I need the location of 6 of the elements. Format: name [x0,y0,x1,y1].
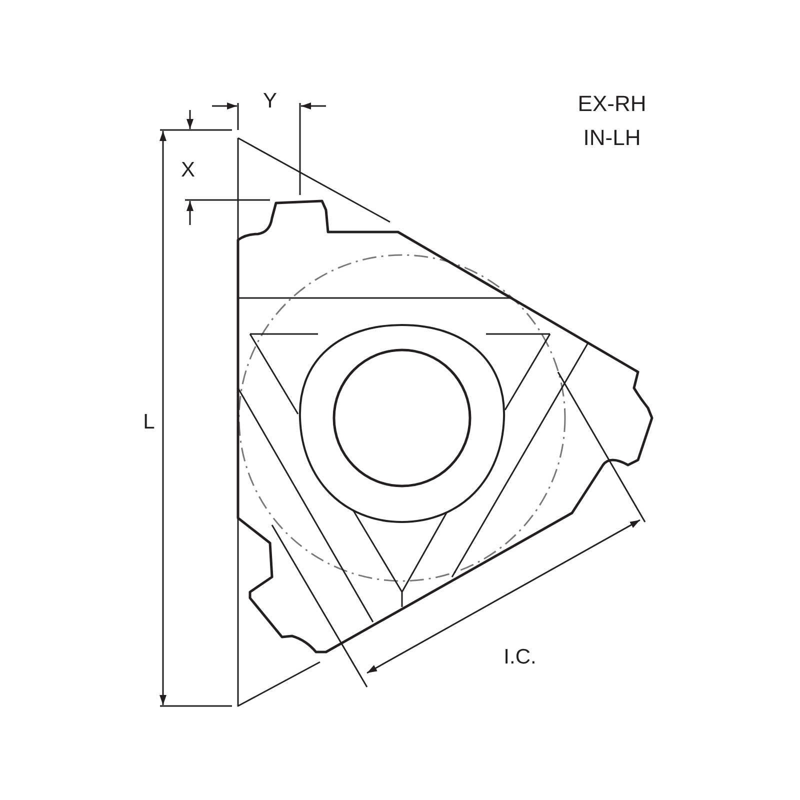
product-code: EX-RH [578,93,646,115]
dimension-label: L [143,412,155,432]
dimension-label: Y [263,90,277,112]
dimension-label: X [181,160,195,180]
dimension-label: I.C. [504,646,536,668]
product-code: IN-LH [583,127,641,149]
